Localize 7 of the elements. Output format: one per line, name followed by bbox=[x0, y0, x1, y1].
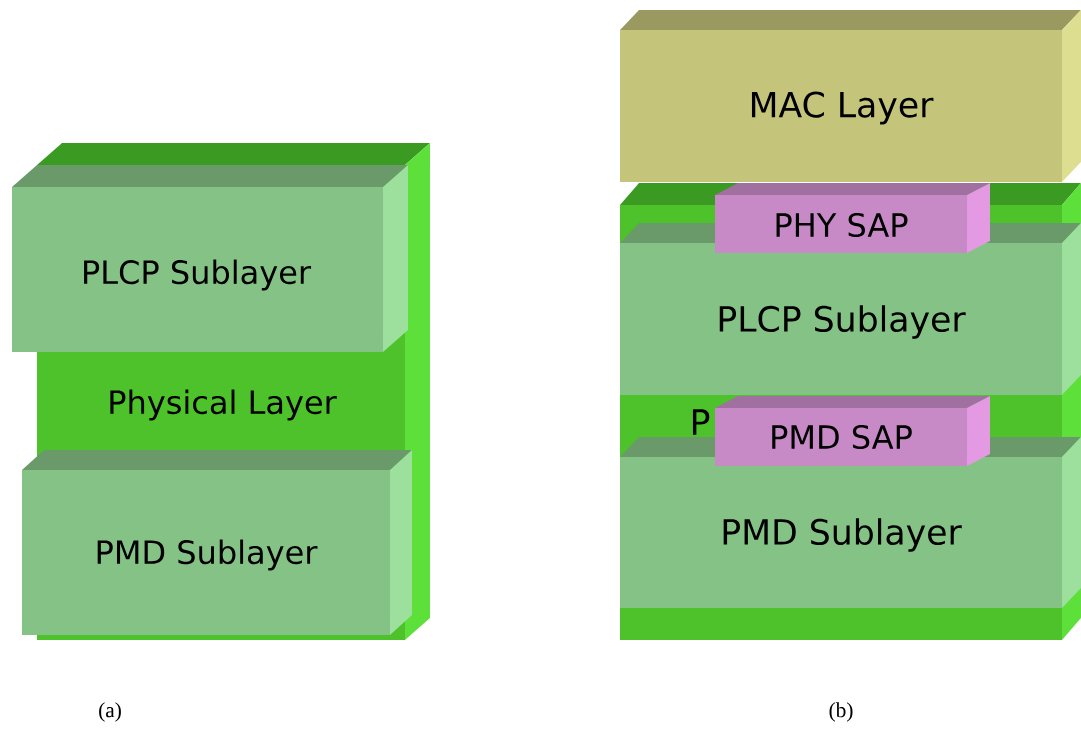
sap-block: PMD SAP bbox=[715, 396, 990, 466]
sublayer-block: PMD Sublayer bbox=[22, 450, 412, 635]
panel-label: (b) bbox=[829, 702, 853, 722]
layer-block: MAC Layer bbox=[620, 10, 1081, 182]
sap-block: PHY SAP bbox=[715, 183, 990, 253]
sublayer-block: PLCP Sublayer bbox=[12, 165, 408, 352]
panel-label: (a) bbox=[99, 702, 121, 722]
